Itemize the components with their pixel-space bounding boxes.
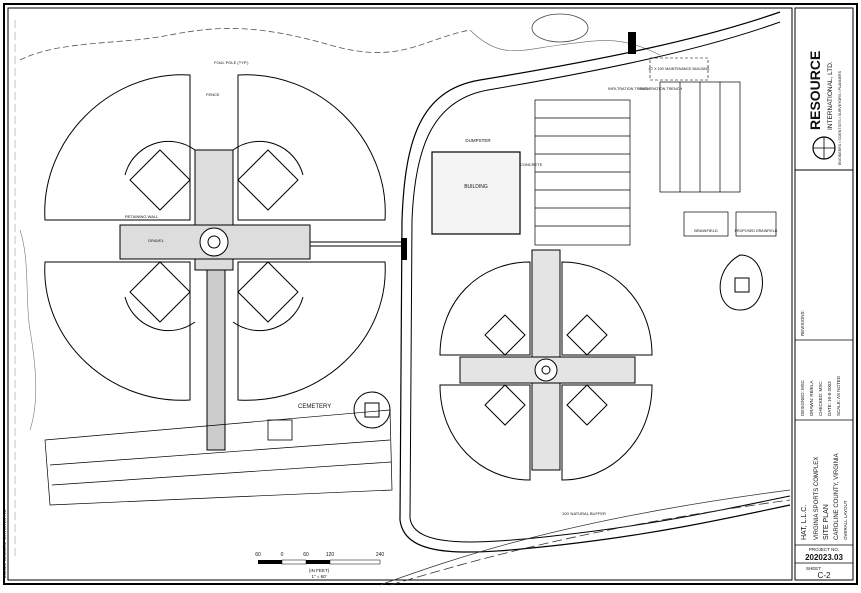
drainfield-1 (683, 211, 729, 237)
infield-arc-sw (124, 296, 196, 332)
project-no: 202023.03 (805, 553, 843, 562)
revisions-label: REVISIONS: (800, 310, 805, 336)
field-sw (44, 261, 191, 401)
pond (531, 13, 589, 43)
sheet-subtitle: OVERALL LAYOUT (843, 500, 848, 540)
main-building (431, 151, 521, 235)
checked-field: CHECKED: MSC (818, 381, 823, 416)
outer-border (3, 3, 858, 585)
practice-field-east (719, 254, 763, 311)
scale-tick-3: 120 (326, 552, 335, 558)
access-road-edge-2 (409, 21, 791, 543)
field-ne (237, 74, 386, 221)
infield-e-nw (484, 314, 526, 356)
firm-name: RESOURCE (807, 51, 823, 130)
west-field-complex (44, 74, 402, 451)
date-field: DATE: 10-8-2003 (827, 381, 832, 416)
cemetery-label: CEMETERY (298, 404, 331, 410)
infield-se (237, 261, 299, 323)
scale-field: SCALE: AS NOTED (836, 375, 841, 416)
project-location: CAROLINE COUNTY, VIRGINIA (834, 453, 840, 540)
concrete-label: CONCRETE (520, 162, 543, 167)
sheet-label: SHEET (806, 566, 821, 571)
gravel-label: GRAVEL (148, 238, 165, 243)
infield-ne (237, 149, 299, 211)
drainfield-2 (735, 211, 777, 237)
east-field-complex (439, 249, 653, 481)
infield-e-ne (566, 314, 608, 356)
highway-edge (379, 489, 791, 586)
designed-field: DESIGNED: MSC (800, 379, 805, 416)
practice-fields (353, 254, 763, 429)
access-road-edge-1 (399, 11, 791, 553)
infield-e-sw (484, 384, 526, 426)
margin-file-note: 202023-04.03C\SPORTSITE.PRO (2, 509, 7, 578)
practice-field-center (353, 391, 391, 429)
retaining-wall-label: RETAINING WALL (125, 214, 159, 219)
scale-bar: 60 0 60 120 240 (IN FEET) 1" = 60' (255, 552, 384, 579)
scale-tick-4: 240 (376, 552, 385, 558)
infiltration-1-label: INFILTRATION TRENCH (608, 87, 650, 91)
parking-ne (659, 81, 741, 193)
title-block: RESOURCE INTERNATIONAL, LTD. ENGINEERS •… (794, 7, 854, 581)
drawing-frame (7, 7, 793, 581)
west-plaza-center (207, 235, 221, 249)
drainfield-1-label: BRAINFIELD (694, 228, 718, 233)
infiltration-2-label: INFILTRATION TRENCH (640, 87, 682, 91)
infield-arc-se (232, 296, 304, 332)
parking-central (534, 99, 631, 246)
drawn-field: DRAWN: RB/ELA (809, 381, 814, 416)
entrance-gate (628, 32, 636, 54)
highway-centerline (389, 499, 791, 586)
drainfield-2-label: PROPOSED DRAINFIELD (735, 229, 778, 233)
foul-pole-label: FOUL POLE (TYP.) (214, 60, 249, 65)
cemetery-plot (267, 419, 293, 441)
scale-ratio: 1" = 60' (311, 574, 326, 579)
field-nw (44, 74, 191, 221)
infield-nw (129, 149, 191, 211)
sheet-number: C-2 (818, 571, 831, 580)
infield-arc-ne (232, 140, 304, 176)
field-e-ne (561, 261, 653, 356)
sheet-title: SITE PLAN (823, 504, 830, 540)
client-name: HAT, L.L.C. (801, 505, 808, 540)
east-plaza-circle (534, 358, 558, 382)
project-name: VIRGINIA SPORTS COMPLEX (814, 457, 820, 540)
east-plaza-center (541, 365, 551, 375)
parking-lot-central (534, 99, 631, 246)
west-path-south (206, 269, 226, 451)
field-se (237, 261, 386, 401)
scale-tick-1: 0 (281, 552, 284, 558)
field-e-se (561, 384, 653, 481)
tree-line-west (19, 229, 37, 431)
scale-unit: (IN FEET) (309, 568, 330, 573)
building-label: BUILDING (464, 184, 488, 190)
practice-infield-center (364, 402, 380, 418)
scale-tick-2: 60 (303, 552, 309, 558)
dumpster-label: DUMPSTER (465, 138, 491, 143)
scale-tick-0: 60 (255, 552, 261, 558)
maint-building-label: 40' X 100' MAINTENANCE BUILDING (649, 67, 710, 71)
infield-sw (129, 261, 191, 323)
practice-infield-east (734, 277, 750, 293)
road-crossing (401, 238, 407, 260)
buffer-label: 100' NATURAL BUFFER (562, 511, 606, 516)
firm-name-2: INTERNATIONAL, LTD. (827, 61, 834, 130)
firm-tagline: ENGINEERS • SCIENTISTS • SURVEYORS • PLA… (838, 70, 842, 165)
project-no-label: PROJECT NO. (809, 547, 839, 552)
field-e-sw (439, 384, 531, 481)
infield-arc-nw (124, 140, 196, 176)
west-plaza-circle (199, 227, 229, 257)
infield-e-se (566, 384, 608, 426)
fence-label: FENCE (206, 92, 220, 97)
field-e-nw (439, 261, 531, 356)
property-line-north (19, 28, 471, 61)
